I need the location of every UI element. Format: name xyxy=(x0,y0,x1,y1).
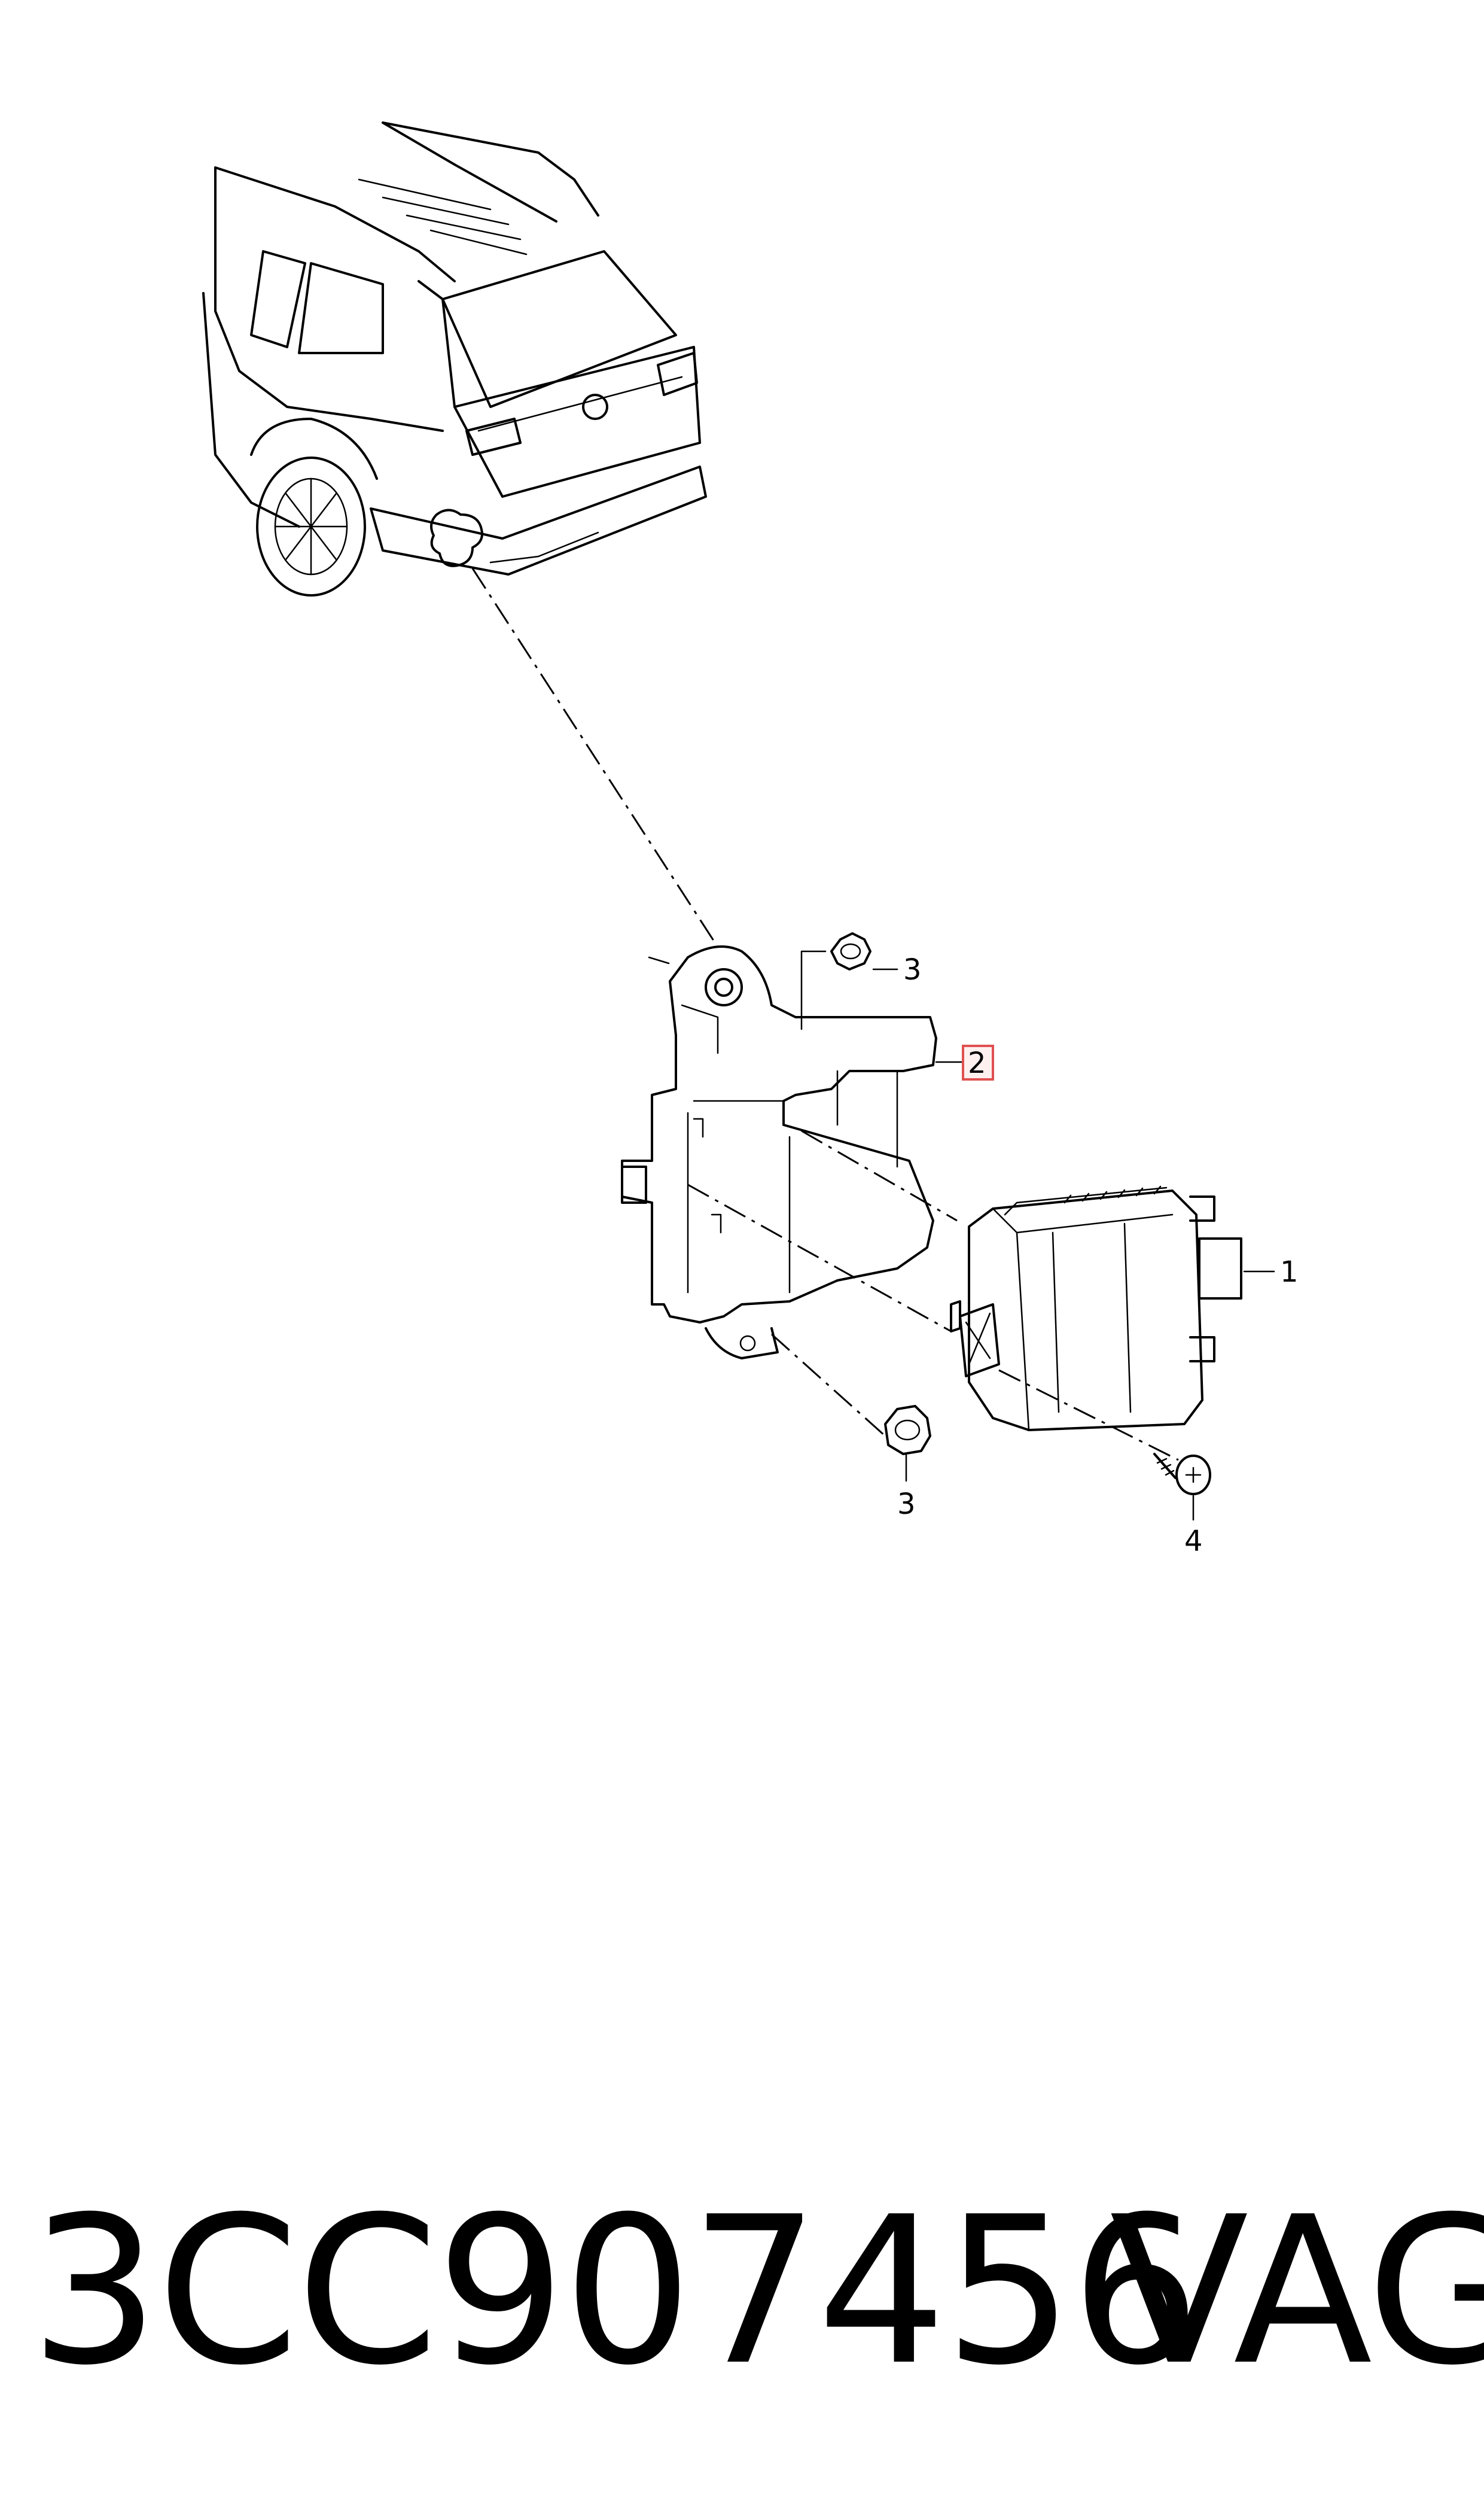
bracket-leader-2 xyxy=(687,1184,952,1332)
callout-1: 1 xyxy=(1280,1255,1299,1289)
vehicle-leader-line xyxy=(471,568,716,943)
callout-3-bottom: 3 xyxy=(897,1487,916,1521)
nut-leader-top xyxy=(800,950,827,1030)
parts-diagram: 3 2 1 3 4 xyxy=(202,121,1299,1558)
part-number: 3CC907456 xyxy=(30,2173,1200,2410)
screw-part-4 xyxy=(1153,1453,1211,1495)
bracket-part-2 xyxy=(621,945,937,1359)
callout-2: 2 xyxy=(968,1046,986,1080)
callout-4: 4 xyxy=(1184,1525,1203,1558)
nut-top-part-3 xyxy=(830,932,871,971)
bracket-top-leader xyxy=(648,956,670,965)
control-unit-part-1 xyxy=(950,1185,1242,1431)
vehicle-illustration xyxy=(202,121,707,597)
bracket-leader-4 xyxy=(998,1369,1179,1461)
nut-bottom-part-3 xyxy=(884,1405,931,1455)
brand-label: VAG xyxy=(1110,2173,1484,2410)
callout-3-top: 3 xyxy=(903,953,922,987)
bracket-leader-1 xyxy=(801,1130,958,1222)
callout-2-highlight xyxy=(962,1045,994,1081)
bracket-leader-3 xyxy=(770,1333,886,1437)
